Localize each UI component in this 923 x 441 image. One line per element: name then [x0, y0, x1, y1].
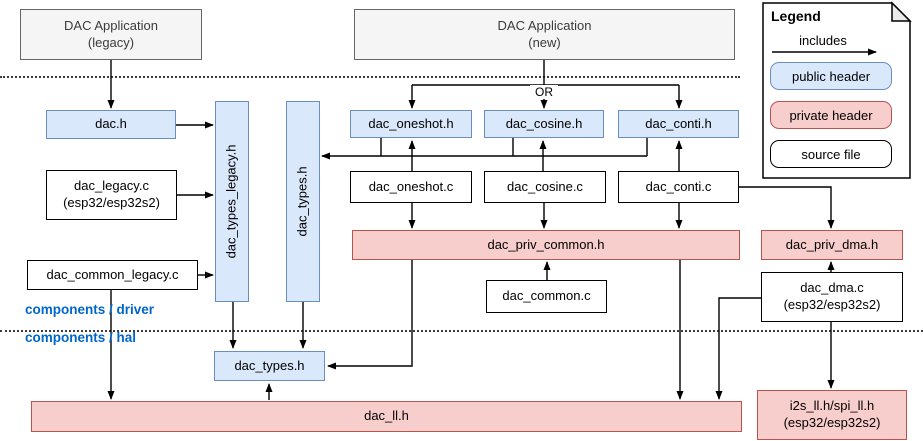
node-dac-conti-c: dac_conti.c — [618, 171, 739, 203]
node-dac-application-new: DAC Application (new) — [354, 9, 735, 60]
node-dac-common-legacy-c: dac_common_legacy.c — [27, 260, 198, 290]
node-dac-dma-c: dac_dma.c (esp32/esp32s2) — [761, 272, 903, 322]
node-label-line: (legacy) — [87, 34, 135, 50]
node-dac-common-c: dac_common.c — [486, 280, 607, 313]
node-dac-cosine-h: dac_cosine.h — [484, 110, 604, 138]
node-dac-types-h-hal: dac_types.h — [214, 351, 325, 381]
layer-divider-app-driver — [0, 76, 740, 78]
or-label: OR — [530, 85, 558, 99]
label-components-hal: components / hal — [25, 330, 137, 345]
legend-title: Legend — [771, 8, 821, 24]
node-label-line: (new) — [528, 34, 561, 50]
legend-source-file-swatch: source file — [770, 140, 892, 168]
label-components-driver: components / driver — [25, 302, 155, 317]
node-dac-ll-h: dac_ll.h — [31, 401, 742, 432]
node-label-line: dac_dma.c — [800, 280, 864, 296]
node-dac-cosine-c: dac_cosine.c — [484, 171, 606, 203]
node-label-line: (esp32/esp32s2) — [783, 297, 881, 312]
node-label-line: dac_legacy.c — [74, 178, 149, 194]
node-label-line: (esp32/esp32s2) — [783, 415, 881, 430]
node-dac-types-legacy-h: dac_types_legacy.h — [215, 101, 249, 302]
node-label-line: dac_types_legacy.h — [223, 144, 239, 259]
legend-corner-fold — [891, 1, 912, 22]
node-dac-legacy-c: dac_legacy.c (esp32/esp32s2) — [46, 170, 177, 220]
legend-panel-outline — [762, 2, 911, 179]
node-dac-types-h-driver: dac_types.h — [286, 101, 320, 302]
node-label-line: (esp32/esp32s2) — [63, 195, 160, 210]
edge-dac-dma-c-to-dac-ll-h — [715, 297, 761, 400]
node-label-line: dac_types.h — [294, 166, 310, 237]
legend-private-header-swatch: private header — [770, 101, 892, 129]
node-dac-conti-h: dac_conti.h — [618, 110, 739, 138]
node-dac-priv-common-h: dac_priv_common.h — [352, 230, 740, 260]
edge-dac-conti-c-to-dac-priv-dma-h — [739, 186, 835, 229]
node-label-line: DAC Application — [497, 17, 592, 33]
node-label-line: i2s_ll.h/spi_ll.h — [789, 398, 875, 414]
node-label-line: DAC Application — [64, 17, 158, 33]
node-dac-oneshot-h: dac_oneshot.h — [350, 110, 472, 138]
legend-public-header-swatch: public header — [770, 62, 892, 90]
node-dac-oneshot-c: dac_oneshot.c — [350, 171, 472, 203]
edge-dac-priv-common-h-to-dac-types-h-hal — [327, 260, 413, 370]
node-dac-application-legacy: DAC Application (legacy) — [20, 9, 202, 60]
node-i2s-spi-ll-h: i2s_ll.h/spi_ll.h (esp32/esp32s2) — [757, 390, 907, 440]
layer-divider-driver-hal — [0, 330, 923, 332]
legend-includes-label: includes — [799, 33, 847, 48]
node-dac-priv-dma-h: dac_priv_dma.h — [761, 230, 903, 260]
node-dac-h: dac.h — [46, 110, 176, 139]
